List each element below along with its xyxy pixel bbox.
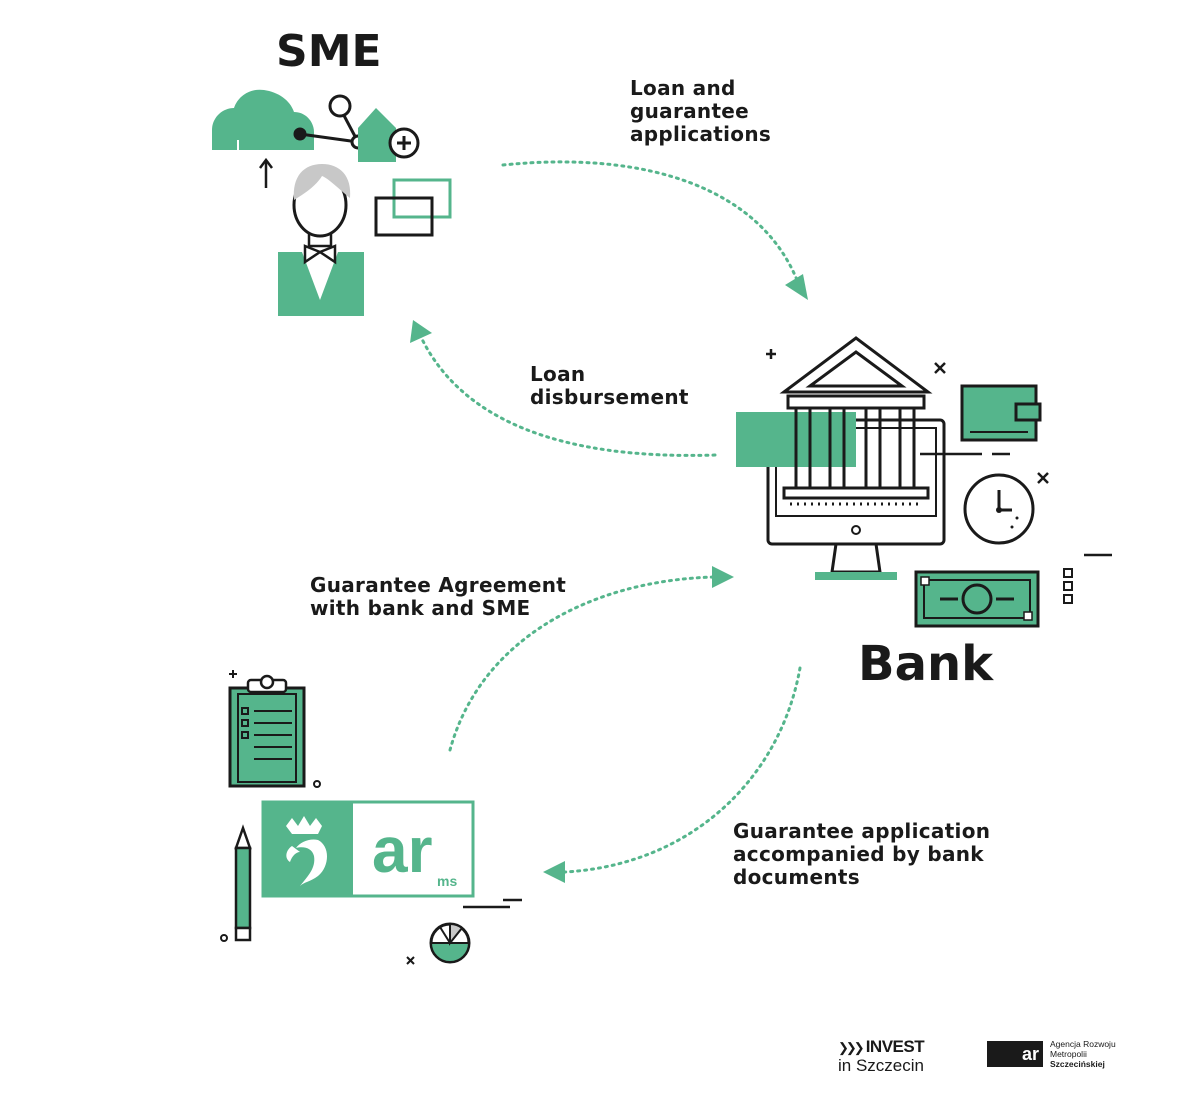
dot-small-icon	[313, 780, 321, 788]
arrowhead-arms-to-bank	[712, 566, 734, 588]
arrow-sme-to-bank	[501, 160, 799, 282]
arms-footer-badge: ar	[987, 1041, 1043, 1067]
wallet-icon	[960, 384, 1042, 442]
arms-logo-main-text: ar	[372, 814, 433, 886]
invest-logo-line1: INVEST	[865, 1037, 925, 1056]
agency-line: Agencja Rozwoju	[1050, 1039, 1116, 1049]
flow-label-line: accompanied by bank	[733, 842, 984, 866]
flow-label-guarantee-agreement: Guarantee Agreement with bank and SME	[310, 574, 566, 620]
arms-seahorse-icon	[286, 816, 327, 886]
banknote-icon	[914, 570, 1040, 628]
plus-small-icon-2	[229, 670, 237, 678]
flow-label-line: Guarantee application	[733, 819, 991, 843]
arrowhead-bank-to-arms	[543, 861, 565, 883]
pie-chart-icon	[429, 922, 471, 964]
arrow-bank-to-arms	[563, 666, 802, 874]
flow-label-line: Guarantee Agreement	[310, 573, 567, 597]
arrowhead-sme-to-bank	[785, 274, 808, 300]
chevrons-icon: ❯❯❯	[838, 1040, 865, 1055]
clipboard-icon	[228, 674, 306, 788]
close-small-icon-2	[406, 956, 415, 965]
plus-small-icon	[766, 349, 776, 359]
arms-logo-sub-text: ms	[437, 873, 458, 889]
add-icon	[388, 127, 420, 159]
sme-title: SME	[276, 26, 382, 77]
close-small-icon	[934, 362, 1049, 484]
windows-icon	[374, 178, 452, 237]
bank-building-icon	[779, 336, 933, 506]
invest-in-szczecin-logo: ❯❯❯INVEST in Szczecin	[838, 1037, 925, 1075]
flow-label-line: guarantee	[630, 99, 750, 123]
flow-label-line: Loan and	[630, 76, 736, 100]
cloud-icon	[212, 89, 314, 152]
arrow-arms-to-bank	[448, 575, 717, 752]
agency-name: Agencja Rozwoju Metropolii Szczecińskiej	[1050, 1039, 1116, 1069]
dot-small-icon-2	[220, 934, 228, 942]
flow-label-line: with bank and SME	[310, 596, 531, 620]
arms-logo	[261, 800, 475, 898]
flow-label-line: applications	[630, 122, 772, 146]
flow-label-line: documents	[733, 865, 860, 889]
clock-icon	[963, 473, 1035, 545]
home-icon	[358, 108, 396, 162]
arrow-bank-to-sme	[418, 333, 717, 457]
flow-label-loan-applications: Loan and guarantee applications	[630, 77, 771, 146]
upload-arrow-icon	[259, 157, 273, 188]
pencil-icon	[234, 824, 252, 942]
invest-logo-line2: in Szczecin	[838, 1056, 924, 1075]
dots-vertical-icon	[1063, 568, 1073, 604]
flow-label-guarantee-application: Guarantee application accompanied by ban…	[733, 820, 990, 889]
agency-line: Szczecińskiej	[1050, 1059, 1105, 1069]
flow-label-line: disbursement	[530, 385, 689, 409]
flow-label-line: Loan	[530, 362, 586, 386]
agency-line: Metropolii	[1050, 1049, 1087, 1059]
arrowhead-bank-to-sme	[410, 320, 432, 343]
connector-lines	[463, 452, 1112, 909]
person-icon	[278, 164, 364, 316]
flow-label-loan-disbursement: Loan disbursement	[530, 363, 689, 409]
bank-title: Bank	[858, 636, 994, 692]
